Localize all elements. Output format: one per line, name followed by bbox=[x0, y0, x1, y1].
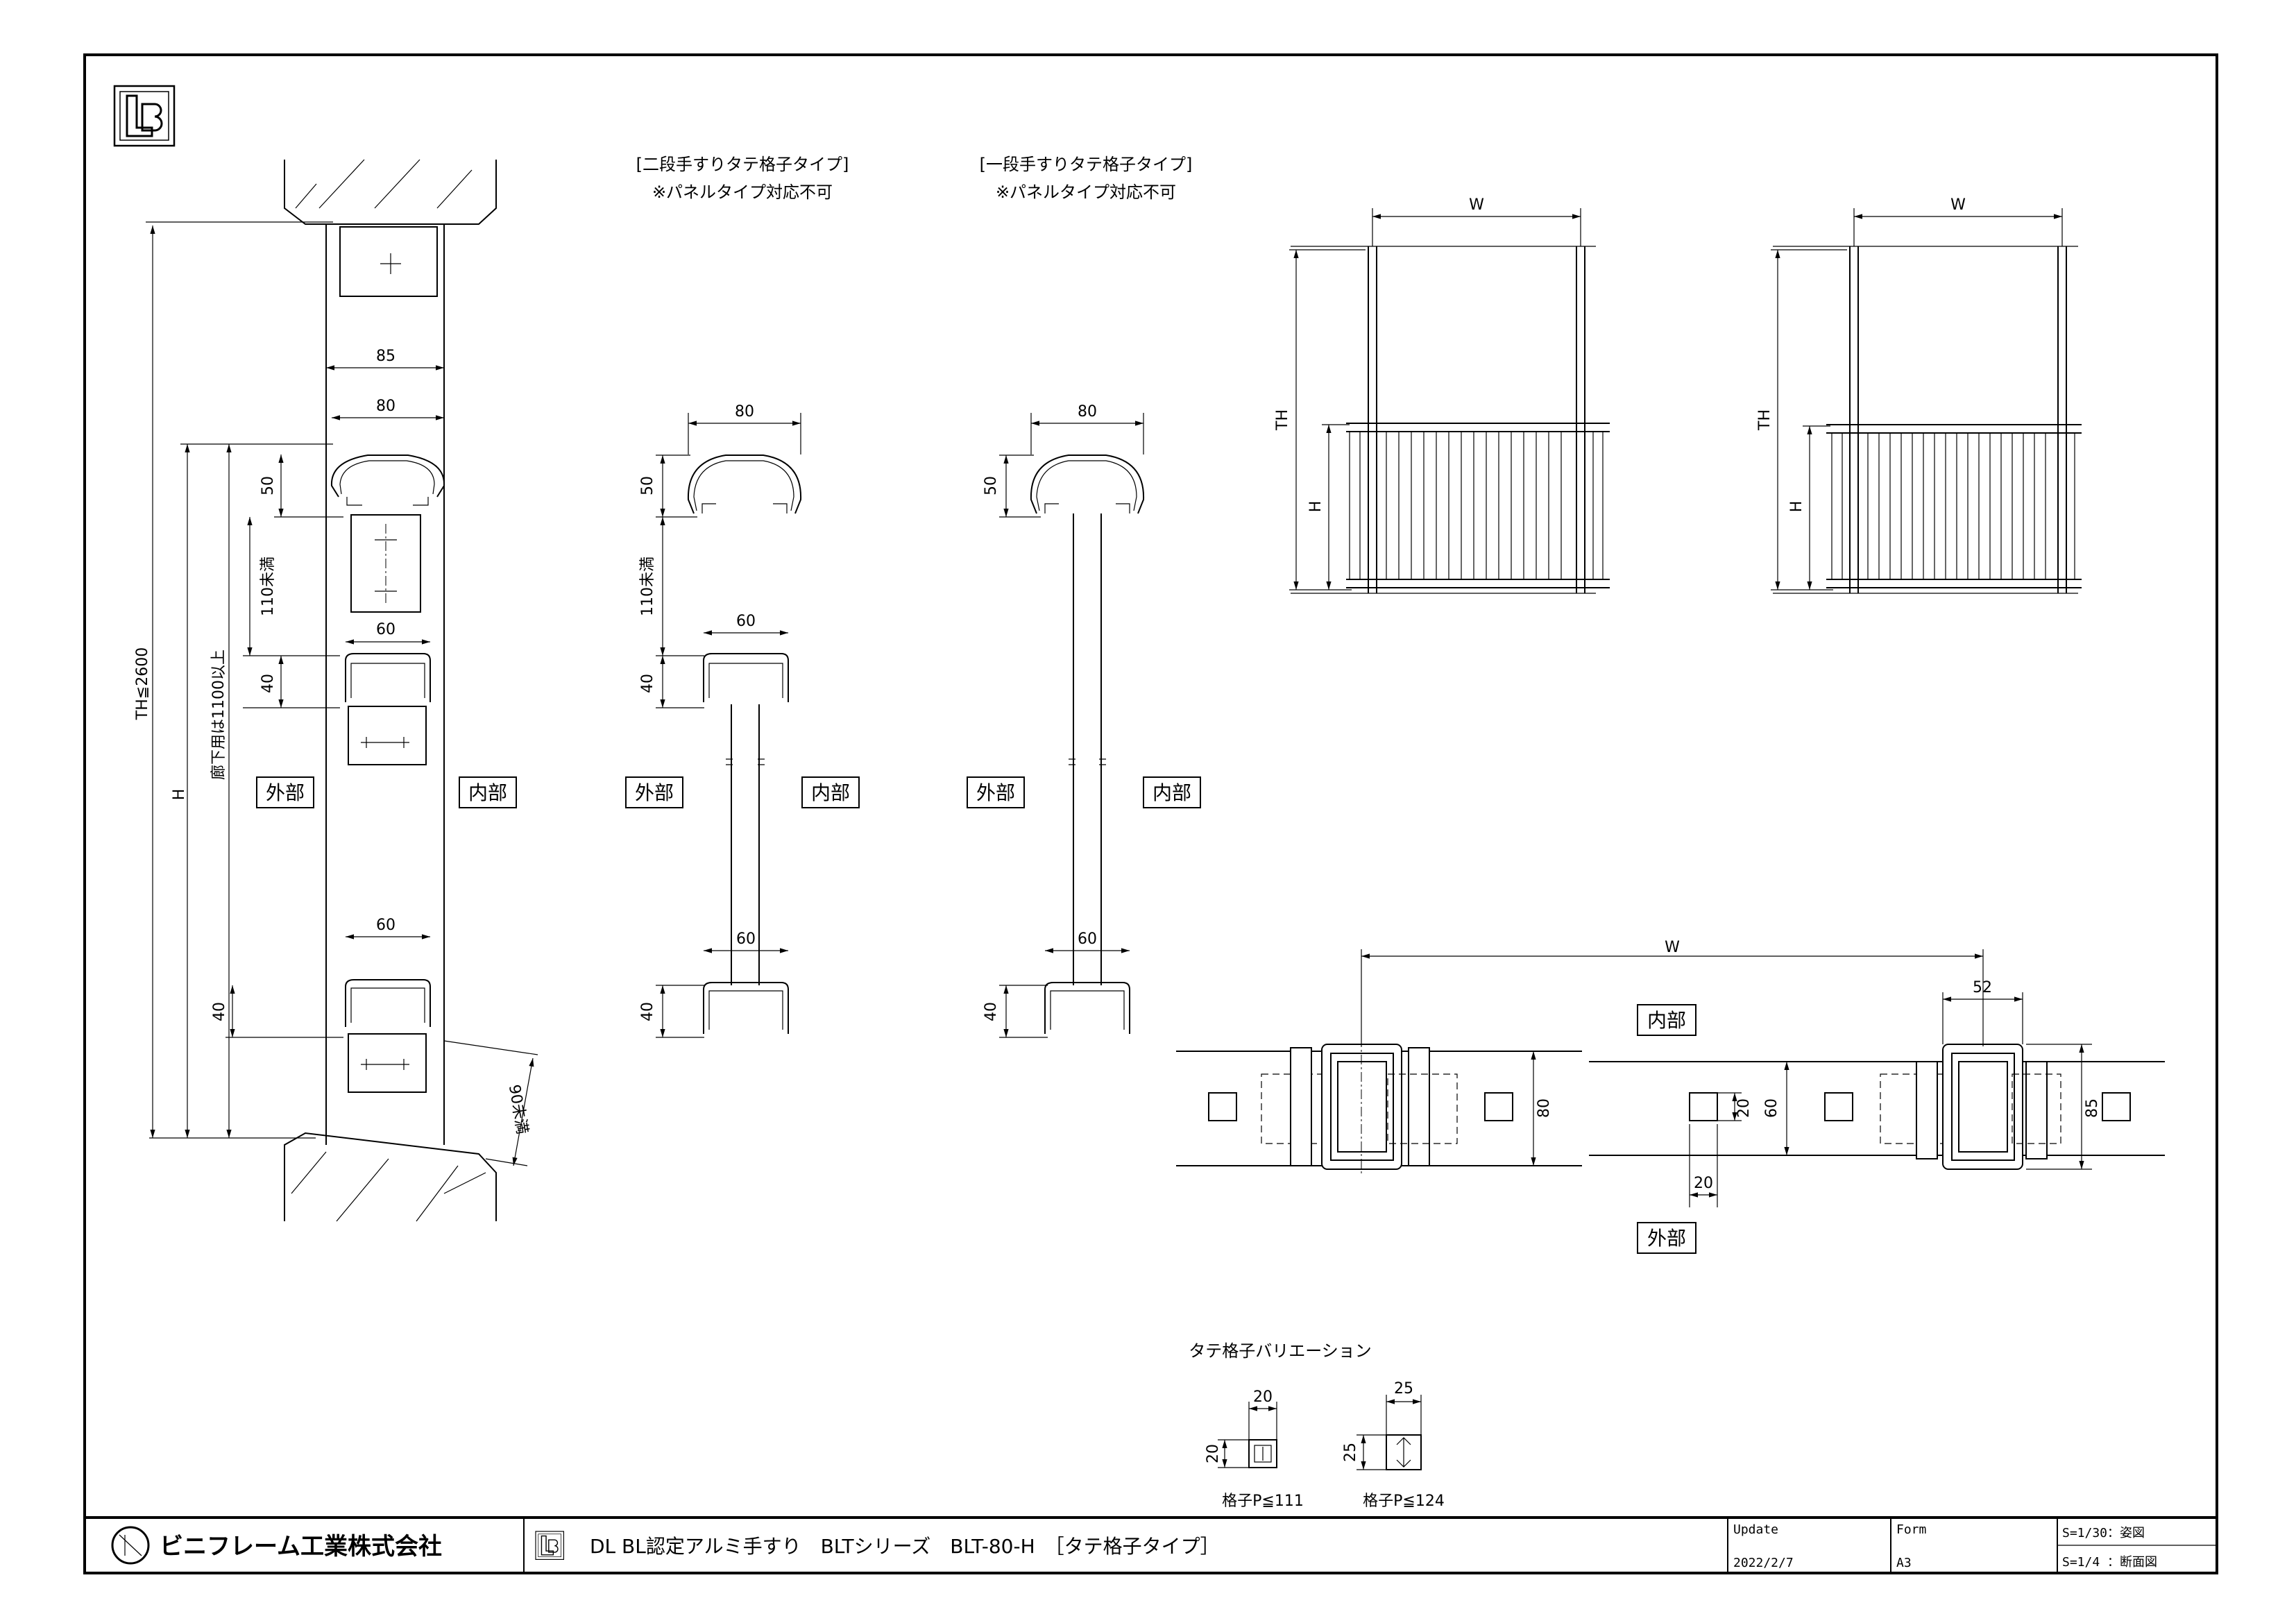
update-label: Update bbox=[1733, 1522, 1778, 1537]
company-name: ビニフレーム工業株式会社 bbox=[160, 1533, 442, 1561]
baluster-variations: タテ格子バリエーション 20 20 格子P≦111 25 25 格子P≦124 bbox=[1189, 1341, 1445, 1510]
label-inside: 内部 bbox=[811, 781, 850, 804]
label-inside: 内部 bbox=[468, 781, 507, 804]
dim-th: TH bbox=[1274, 409, 1291, 431]
variation-20-height: 20 bbox=[1205, 1444, 1222, 1463]
label-outside: 外部 bbox=[635, 781, 674, 804]
variation-20-width: 20 bbox=[1253, 1388, 1273, 1406]
elevation-b: W TH H bbox=[1756, 196, 2082, 594]
label-outside: 外部 bbox=[976, 781, 1015, 804]
dim-110-under: 110未満 bbox=[260, 556, 277, 616]
dim-80: 80 bbox=[735, 403, 754, 420]
lb-small-logo-icon bbox=[535, 1531, 565, 1561]
dim-80: 80 bbox=[376, 398, 396, 415]
variation-25-pitch: 格子P≦124 bbox=[1363, 1493, 1445, 1510]
label-inside: 内部 bbox=[1647, 1009, 1686, 1032]
dim-50: 50 bbox=[983, 476, 1000, 495]
variation-25-width: 25 bbox=[1394, 1380, 1413, 1397]
scale-section: S=1/4 ：断面図 bbox=[2062, 1555, 2157, 1570]
dim-h: H bbox=[1788, 501, 1805, 513]
dim-corridor: 廊下用は1100以上 bbox=[210, 649, 228, 780]
scale-elevation: S=1/30：姿図 bbox=[2062, 1526, 2145, 1540]
two-rail-title: [二段手すりタテ格子タイプ] bbox=[636, 155, 849, 174]
one-rail-title: [一段手すりタテ格子タイプ] bbox=[980, 155, 1193, 174]
dim-50: 50 bbox=[639, 476, 656, 495]
dim-52: 52 bbox=[1973, 979, 1992, 996]
dim-85: 85 bbox=[2084, 1098, 2101, 1118]
dim-w: W bbox=[1665, 939, 1680, 956]
dim-85: 85 bbox=[376, 348, 396, 365]
section-two-rail: [二段手すりタテ格子タイプ] ※パネルタイプ対応不可 80 60 60 50 1… bbox=[625, 155, 860, 1038]
dim-20: 20 bbox=[1735, 1098, 1753, 1118]
update-value: 2022/2/7 bbox=[1733, 1556, 1794, 1570]
label-inside: 内部 bbox=[1153, 781, 1191, 804]
dim-w: W bbox=[1469, 196, 1484, 214]
dim-60: 60 bbox=[376, 621, 396, 638]
dim-40: 40 bbox=[639, 1002, 656, 1021]
dim-60: 60 bbox=[736, 931, 756, 948]
section-main: 85 80 60 60 50 40 40 110未満 廊下用は1100以上 TH… bbox=[134, 159, 538, 1222]
dim-h: H bbox=[171, 789, 188, 801]
dim-th-max: TH≦2600 bbox=[134, 647, 151, 720]
title-block: ビニフレーム工業株式会社 DL BL認定アルミ手すり BLTシリーズ BLT-8… bbox=[85, 1516, 2217, 1573]
dim-40: 40 bbox=[983, 1002, 1000, 1021]
label-outside: 外部 bbox=[1647, 1227, 1686, 1250]
dim-60: 60 bbox=[736, 613, 756, 630]
label-outside: 外部 bbox=[266, 781, 305, 804]
variations-title: タテ格子バリエーション bbox=[1189, 1341, 1372, 1361]
plan-view: W 52 80 60 20 20 85 内部 外部 bbox=[1176, 939, 2165, 1254]
variation-25-height: 25 bbox=[1342, 1443, 1359, 1462]
dim-th: TH bbox=[1756, 409, 1774, 431]
lb-logo-icon bbox=[113, 85, 176, 147]
dim-40: 40 bbox=[260, 674, 277, 693]
dim-40: 40 bbox=[639, 674, 656, 693]
dim-80: 80 bbox=[1536, 1098, 1553, 1118]
two-rail-note: ※パネルタイプ対応不可 bbox=[652, 182, 833, 202]
dim-50: 50 bbox=[260, 476, 277, 495]
variation-20-pitch: 格子P≦111 bbox=[1222, 1493, 1304, 1510]
one-rail-note: ※パネルタイプ対応不可 bbox=[996, 182, 1176, 202]
dim-w: W bbox=[1950, 196, 1966, 214]
dim-20: 20 bbox=[1694, 1175, 1713, 1192]
dim-60: 60 bbox=[376, 917, 396, 934]
company-logo-icon bbox=[111, 1526, 150, 1565]
dim-60: 60 bbox=[1078, 931, 1097, 948]
dim-110-under: 110未満 bbox=[639, 556, 656, 616]
form-label: Form bbox=[1896, 1522, 1926, 1537]
form-value: A3 bbox=[1896, 1556, 1912, 1570]
drawing-title: DL BL認定アルミ手すり BLTシリーズ BLT-80-H ［タテ格子タイプ］ bbox=[590, 1535, 1220, 1558]
dim-h: H bbox=[1307, 501, 1325, 513]
dim-60: 60 bbox=[1763, 1098, 1780, 1118]
dim-40: 40 bbox=[211, 1002, 228, 1021]
section-one-rail: [一段手すりタテ格子タイプ] ※パネルタイプ対応不可 80 60 50 40 外… bbox=[967, 155, 1201, 1038]
sheet-border bbox=[83, 53, 2218, 1574]
elevation-a: W TH H bbox=[1274, 196, 1610, 594]
dim-80: 80 bbox=[1078, 403, 1097, 420]
